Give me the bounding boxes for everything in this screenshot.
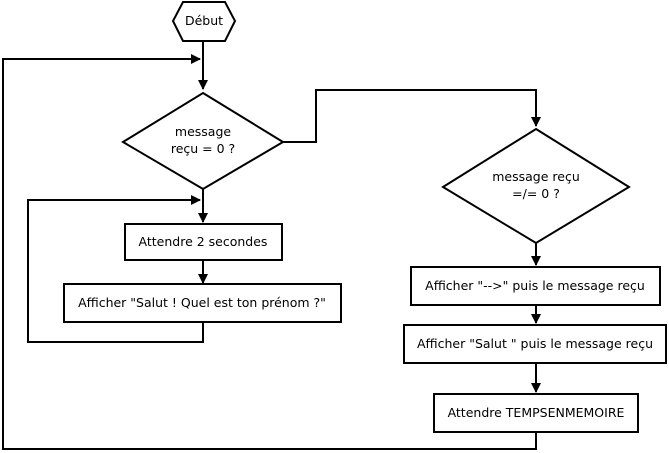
wait-memory-label: Attendre TEMPSENMEMOIRE bbox=[448, 405, 625, 420]
wait-2s-label: Attendre 2 secondes bbox=[139, 234, 268, 249]
show-prompt-label: Afficher "Salut ! Quel est ton prénom ?" bbox=[78, 295, 326, 310]
decision-left-line1: message bbox=[175, 124, 231, 139]
edge-main-loop-back bbox=[2, 54, 537, 450]
connectors bbox=[2, 41, 541, 450]
process-wait-memory: Attendre TEMPSENMEMOIRE bbox=[433, 393, 639, 433]
process-show-prompt: Afficher "Salut ! Quel est ton prénom ?" bbox=[63, 283, 342, 323]
decision-right-line2: =/= 0 ? bbox=[512, 186, 560, 201]
decision-message-zero: message reçu = 0 ? bbox=[121, 91, 285, 191]
edge-left-to-right-decision bbox=[283, 89, 541, 143]
decision-left-line2: reçu = 0 ? bbox=[171, 141, 235, 156]
edge-prompt-loop-back bbox=[27, 195, 204, 343]
start-label: Début bbox=[185, 13, 223, 28]
decision-message-nonzero: message reçu =/= 0 ? bbox=[441, 127, 631, 245]
process-show-arrow-message: Afficher "-->" puis le message reçu bbox=[410, 266, 661, 306]
show-arrow-label: Afficher "-->" puis le message reçu bbox=[425, 278, 645, 293]
show-salut-label: Afficher "Salut " puis le message reçu bbox=[417, 336, 653, 351]
decision-right-line1: message reçu bbox=[492, 169, 580, 184]
process-wait-2s: Attendre 2 secondes bbox=[124, 223, 283, 261]
process-show-salut-message: Afficher "Salut " puis le message reçu bbox=[403, 324, 667, 364]
start-node: Début bbox=[171, 1, 237, 42]
